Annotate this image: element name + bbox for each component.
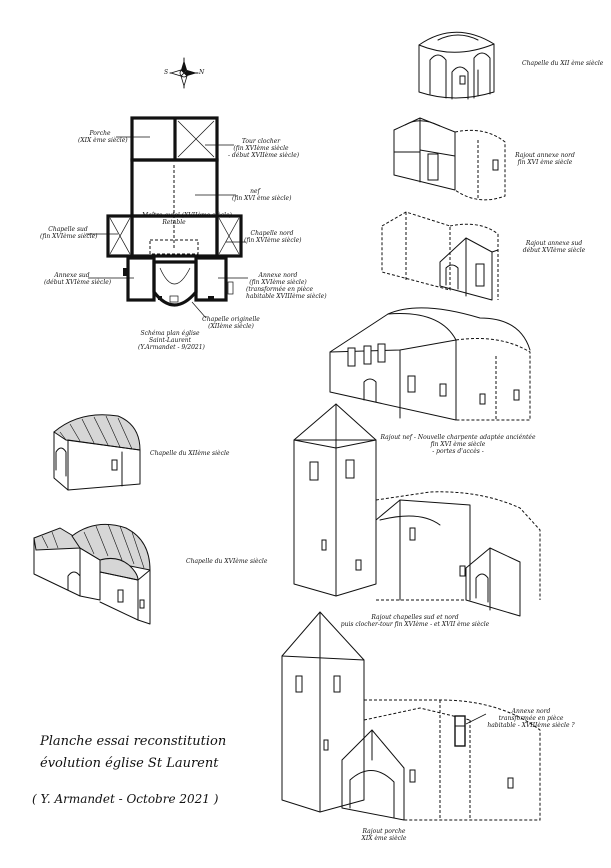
stage-label-line: transformée en pièce	[498, 715, 564, 722]
stage-6-7-drawing	[281, 611, 541, 821]
plan-label-line: Chapelle originelle	[202, 316, 260, 323]
plan-caption: Schéma plan église Saint-Laurent (Y.Arma…	[138, 330, 205, 351]
stage-4-drawing	[329, 307, 531, 421]
stage-2-drawing	[393, 117, 506, 201]
plan-label-line: Chapelle nord	[250, 230, 294, 237]
plan-label-line: - début XVIIème siècle)	[228, 152, 300, 159]
plan-label-porche: Porche (XIX ème siècle)	[78, 130, 128, 144]
plan-caption-line: Schéma plan église	[140, 330, 200, 337]
stage-1-drawing	[418, 31, 495, 100]
left-chapel-xvi-drawing	[33, 523, 151, 625]
floor-plan	[106, 116, 243, 307]
stage-5-drawing	[293, 403, 541, 617]
stage-label-line: Rajout chapelles sud et nord	[371, 614, 459, 621]
plan-label-maitre-autel: Maître-autel (XVIIème siècle) Retable	[142, 212, 232, 226]
plan-label-line: Maître-autel (XVIIème siècle)	[142, 212, 232, 219]
plan-caption-line: Saint-Laurent	[148, 337, 192, 344]
stage-label-line: Annexe nord	[511, 708, 551, 715]
plan-label-line: habitable XVIIIème siècle)	[246, 293, 327, 300]
stage-label-line: début XVIème siècle	[522, 247, 586, 254]
plan-label-chapelle-nord: Chapelle nord (fin XVIème siècle)	[244, 230, 302, 244]
plan-label-line: (fin XVI ème siècle)	[232, 195, 292, 202]
stage-label-line: XIX ème siècle	[361, 835, 407, 842]
stage-label-line: Rajout annexe sud	[525, 240, 583, 247]
plan-label-line: Porche	[89, 130, 111, 137]
stage-1-label: Chapelle du XII ème siècle	[522, 60, 603, 67]
plan-label-line: Annexe sud	[54, 272, 90, 279]
plan-label-line: Annexe nord	[258, 272, 298, 279]
plate-title-author: ( Y. Armandet - Octobre 2021 )	[32, 792, 219, 806]
plan-label-line: Retable	[162, 219, 186, 226]
stage-label-line: fin XVI ème siècle	[430, 441, 486, 448]
stage-label-line: Chapelle du XII ème siècle	[522, 60, 604, 67]
stage-4-label: Rajout nef - Nouvelle charpente adaptée …	[370, 434, 546, 455]
plan-label-line: (fin XVIème siècle)	[249, 279, 307, 286]
stage-label-line: Rajout nef - Nouvelle charpente adaptée …	[380, 434, 536, 441]
plan-label-chapelle-originelle: Chapelle originelle (XIIème siècle)	[198, 316, 264, 330]
stage-5-label: Rajout chapelles sud et nord puis cloche…	[330, 614, 500, 628]
stage-label-line: Rajout annexe nord	[515, 152, 575, 159]
plan-label-line: (XIX ème siècle)	[78, 137, 128, 144]
left-chapel-xii-drawing	[53, 414, 141, 491]
stage-label-line: fin XVI ème siècle	[517, 159, 573, 166]
plan-label-line: Tour clocher	[241, 138, 281, 145]
plan-label-chapelle-sud: Chapelle sud (fin XVIème siècle)	[40, 226, 98, 240]
stage-label-line: puis clocher-tour fin XVIème - et XVII è…	[340, 621, 490, 628]
stage-7-label: Rajout porche XIX ème siècle	[352, 828, 416, 842]
plan-label-line: Chapelle sud	[48, 226, 88, 233]
stage-3-drawing	[381, 211, 499, 301]
plan-label-line: nef	[250, 188, 260, 195]
plan-label-line: (fin XVIème siècle)	[244, 237, 302, 244]
plan-label-line: (XIIème siècle)	[208, 323, 254, 330]
stage-label-line: habitable - XVIIIème siècle ?	[487, 722, 575, 729]
compass-rose-icon	[169, 57, 199, 89]
left-view-1-label: Chapelle du XIIème siècle	[150, 450, 230, 457]
plan-label-annexe-sud: Annexe sud (début XVIème siècle)	[44, 272, 112, 286]
plan-label-nef: nef (fin XVI ème siècle)	[232, 188, 292, 202]
stage-3-label: Rajout annexe sud début XVIème siècle	[522, 240, 586, 254]
plan-caption-line: (Y.Armandet - 9/2021)	[138, 344, 205, 351]
stage-label-line: - portes d'accès -	[432, 448, 484, 455]
plan-label-line: (fin XVIème siècle	[233, 145, 289, 152]
plate-title-line-1: Planche essai reconstitution	[40, 734, 227, 749]
plan-label-line: (transformée en pièce	[246, 286, 314, 293]
left-view-2-label: Chapelle du XVIème siècle	[186, 558, 268, 565]
plate-title-line-2: évolution église St Laurent	[40, 756, 219, 771]
stage-6-label: Annexe nord transformée en pièce habitab…	[486, 708, 576, 729]
stage-label-line: Rajout porche	[362, 828, 406, 835]
compass-north-label: N	[199, 69, 205, 76]
plan-label-annexe-nord: Annexe nord (fin XVIème siècle) (transfo…	[246, 272, 327, 300]
plan-label-clocher: Tour clocher (fin XVIème siècle - début …	[228, 138, 300, 159]
stage-2-label: Rajout annexe nord fin XVI ème siècle	[510, 152, 580, 166]
plan-label-line: (début XVIème siècle)	[44, 279, 112, 286]
compass-south-label: S	[164, 69, 169, 76]
plan-label-line: (fin XVIème siècle)	[40, 233, 98, 240]
plan-leader-lines	[86, 136, 248, 319]
